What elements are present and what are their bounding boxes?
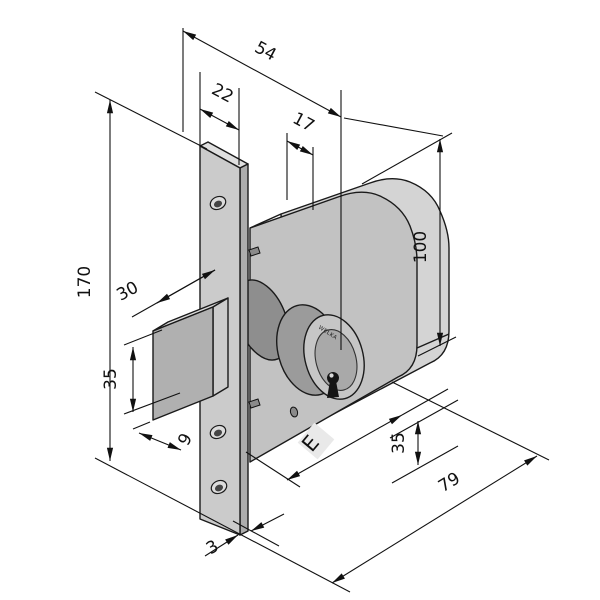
dim-label-35-cylinder: 35 [389,432,409,454]
witness-line-3 [232,520,280,547]
dim-label-54: 54 [251,38,279,66]
witness-line-35l-top [123,329,163,346]
dimension-lines [94,28,550,593]
screw-hole [209,195,227,211]
dim-line-3-b [250,513,285,532]
dim-line-30-b [156,269,216,304]
deadbolt-front-face [152,306,214,421]
witness-line-E-ext [401,388,449,416]
faceplate-side [239,163,249,536]
lock-case-edge [416,333,450,349]
deadbolt-side-face [212,297,229,397]
dim-line-9 [138,432,182,451]
screw-hole [209,424,227,440]
dim-line-17 [286,140,314,156]
witness-line-100-upper [343,117,444,137]
dim-label-79: 79 [435,469,464,497]
lock-cylinder: WELKA [276,304,365,400]
witness-line-E-left [245,451,301,488]
witness-line-35r-top [389,399,459,439]
dim-line-3-a [204,534,239,557]
cylinder-inner [314,329,358,391]
witness-line-100-bottom [417,336,457,357]
dim-label-35-bolt: 35 [101,368,121,390]
witness-line-170-top [94,91,208,150]
case-hole [248,246,261,257]
backset-label-patch [297,422,335,460]
dim-label-22: 22 [208,80,236,108]
witness-line-9 [132,421,151,430]
dim-line-E [286,414,403,481]
witness-line-79-right [391,381,550,461]
deadbolt [152,297,229,421]
dim-line-79 [331,455,538,584]
witness-line-bottom-long [94,457,351,593]
dim-line-54 [182,30,342,118]
lock-case-edge [249,213,282,229]
screw-hole [210,479,228,495]
dim-label-17: 17 [289,109,317,137]
case-hole [248,398,261,409]
dim-line-22 [199,108,240,131]
dim-label-30: 30 [113,278,141,306]
witness-line-100-top [361,132,453,185]
keyhole-icon [327,372,339,398]
dim-label-9: 9 [174,430,197,449]
dim-label-170: 170 [75,266,95,298]
dim-label-100: 100 [411,231,431,263]
